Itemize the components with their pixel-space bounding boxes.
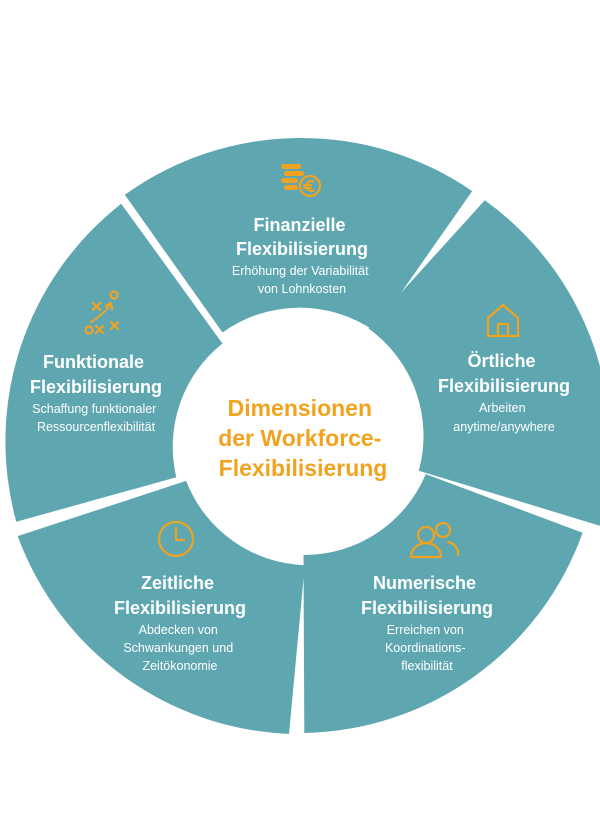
tactics-plan-icon — [84, 290, 120, 335]
coins-euro-icon — [281, 164, 322, 198]
segment-oertliche — [368, 200, 600, 526]
segment-desc-finanzielle: Erhöhung der Variabilität von Lohnkosten — [232, 264, 372, 296]
people-icon — [409, 521, 460, 559]
segment-numerische — [303, 474, 583, 733]
house-icon — [486, 303, 520, 338]
center-title: Dimensionen der Workforce- Flexibilisier… — [218, 395, 388, 481]
segment-title-funktionale: Funktionale Flexibilisierung — [30, 352, 162, 397]
segment-zeitliche — [17, 480, 305, 734]
center-title-line-1: Dimensionen — [228, 395, 372, 421]
clock-icon — [157, 520, 195, 558]
segment-title-zeitliche: Zeitliche Flexibilisierung — [114, 573, 246, 618]
segment-finanzielle — [124, 137, 473, 333]
segment-title-finanzielle: Finanzielle Flexibilisierung — [236, 215, 368, 259]
segment-desc-oertliche: Arbeiten anytime/anywhere — [453, 401, 554, 434]
center-title-line-3: Flexibilisierung — [219, 455, 388, 481]
center-hub — [208, 341, 392, 525]
segment-title-oertliche: Örtliche Flexibilisierung — [438, 351, 570, 396]
center-title-line-2: der Workforce- — [218, 425, 381, 451]
segment-desc-funktionale: Schaffung funktionaler Ressourcenflexibi… — [32, 402, 160, 434]
segment-title-numerische: Numerische Flexibilisierung — [361, 573, 493, 618]
segment-desc-numerische: Erreichen von Koordinations- flexibilitä… — [385, 623, 469, 673]
segment-desc-zeitliche: Abdecken von Schwankungen und Zeitökonom… — [123, 623, 236, 673]
segment-funktionale — [5, 203, 223, 522]
